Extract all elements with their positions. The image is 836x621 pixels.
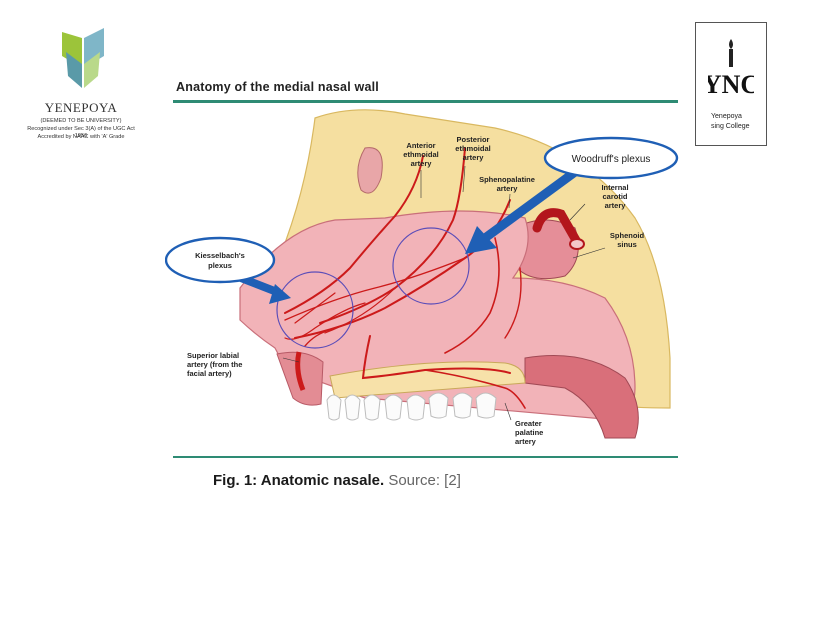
university-name: YENEPOYA [44, 100, 118, 115]
title-rule [173, 100, 678, 103]
svg-text:Anterior: Anterior [406, 141, 435, 150]
teeth [326, 392, 497, 421]
college-logo: YNC Yenepoya sing College [695, 22, 767, 146]
kiesselbach-circle [276, 271, 354, 349]
sphenoid-sinus-label: Sphenoid sinus [610, 231, 645, 249]
svg-text:Sphenopalatine: Sphenopalatine [479, 175, 535, 184]
svg-text:palatine: palatine [515, 428, 543, 437]
svg-text:artery: artery [515, 437, 537, 446]
university-logo: YENEPOYA (DEEMED TO BE UNIVERSITY) Recog… [22, 22, 140, 152]
soft-palate [524, 355, 639, 439]
superior-labial-label: Superior labial artery (from the facial … [187, 351, 242, 378]
caption-title: Fig. 1: Anatomic nasale. [213, 472, 385, 489]
woodruff-arrow-icon [465, 168, 578, 254]
leader-lines [282, 165, 606, 421]
woodruff-callout: Woodruff's plexus [543, 136, 679, 180]
svg-text:sinus: sinus [617, 240, 637, 249]
svg-text:Superior labial: Superior labial [187, 351, 239, 360]
svg-text:Greater: Greater [515, 419, 542, 428]
woodruff-label: Woodruff's plexus [572, 154, 651, 165]
kiesselbach-line1: Kiesselbach's [195, 251, 245, 260]
anterior-ethmoidal-label: Anterior ethmoidal artery [403, 141, 438, 168]
posterior-ethmoidal-label: Posterior ethmoidal artery [455, 135, 490, 162]
svg-text:artery: artery [411, 159, 433, 168]
college-emblem-icon: YNC [708, 39, 754, 99]
university-status: (DEEMED TO BE UNIVERSITY) [40, 118, 122, 124]
frontal-sinus [357, 147, 383, 194]
svg-text:carotid: carotid [602, 192, 627, 201]
college-emblem-letters: YNC [708, 70, 754, 99]
svg-text:Sphenoid: Sphenoid [610, 231, 645, 240]
svg-text:artery: artery [463, 153, 485, 162]
woodruff-circle [392, 227, 470, 305]
internal-carotid-label: Internal carotid artery [601, 183, 628, 210]
university-recognition: Recognized under Sec 3(A) of the UGC Act… [27, 126, 135, 139]
nasal-wall-diagram: Kiesselbach's plexus Woodruff's plexus A… [165, 109, 679, 446]
college-name-line2: sing College [711, 123, 750, 130]
svg-text:facial artery): facial artery) [187, 369, 232, 378]
svg-text:Internal: Internal [601, 183, 628, 192]
caption-source: Source: [2] [384, 472, 461, 489]
svg-text:Posterior: Posterior [457, 135, 490, 144]
kiesselbach-callout: Kiesselbach's plexus [165, 236, 276, 284]
hard-palate [329, 361, 526, 399]
university-accreditation: Accredited by NAAC with 'A' Grade [37, 134, 125, 140]
internal-carotid [532, 208, 585, 250]
kiesselbach-line2: plexus [208, 261, 232, 270]
svg-text:artery: artery [497, 184, 519, 193]
greater-palatine-label: Greater palatine artery [515, 419, 543, 446]
figure-caption: Fig. 1: Anatomic nasale. Source: [2] [213, 472, 461, 489]
bottom-rule [173, 456, 678, 458]
sphenopalatine-label: Sphenopalatine artery [479, 175, 535, 193]
svg-text:artery: artery [605, 201, 627, 210]
svg-text:ethmoidal: ethmoidal [455, 144, 490, 153]
svg-text:artery (from the: artery (from the [187, 360, 242, 369]
college-name-line1: Yenepoya [711, 113, 742, 120]
superior-labial-artery [295, 351, 306, 391]
svg-text:ethmoidal: ethmoidal [403, 150, 438, 159]
university-emblem-icon [62, 28, 104, 88]
figure-title: Anatomy of the medial nasal wall [176, 80, 379, 94]
